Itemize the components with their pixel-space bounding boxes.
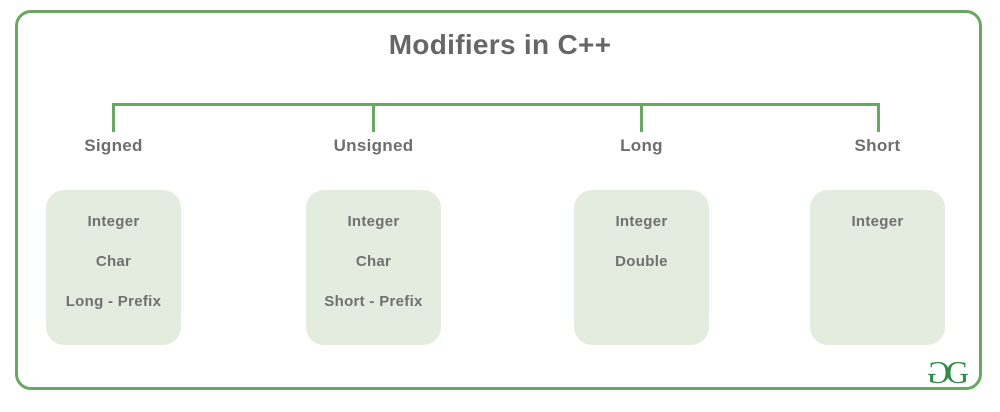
- box-item: Char: [355, 253, 392, 270]
- bracket-tick-short: [877, 103, 880, 132]
- diagram-border: [15, 10, 982, 390]
- bracket-tick-long: [640, 103, 643, 132]
- box-item: Integer: [347, 213, 400, 230]
- diagram-title: Modifiers in C++: [388, 29, 612, 60]
- box-item: Integer: [87, 213, 140, 230]
- logo-right-g: G: [945, 354, 969, 390]
- bracket-horizontal-line: [112, 103, 880, 106]
- branch-box-short: Integer: [810, 190, 945, 345]
- branch-unsigned: Unsigned Integer Char Short - Prefix: [306, 135, 441, 345]
- branch-box-unsigned: Integer Char Short - Prefix: [306, 190, 441, 345]
- branch-label-short: Short: [854, 136, 901, 155]
- bracket-tick-unsigned: [372, 103, 375, 132]
- bracket-tick-signed: [112, 103, 115, 132]
- branch-short: Short Integer: [810, 135, 945, 345]
- branch-label-signed: Signed: [84, 136, 143, 155]
- branch-label-long: Long: [620, 136, 663, 155]
- branch-long: Long Integer Double: [574, 135, 709, 345]
- geeksforgeeks-logo-icon: GG: [926, 354, 969, 390]
- branch-signed: Signed Integer Char Long - Prefix: [46, 135, 181, 345]
- box-item: Integer: [851, 213, 904, 230]
- box-item: Long - Prefix: [65, 293, 162, 310]
- box-item: Short - Prefix: [324, 293, 423, 310]
- branch-box-signed: Integer Char Long - Prefix: [46, 190, 181, 345]
- box-item: Integer: [615, 213, 668, 230]
- branch-box-long: Integer Double: [574, 190, 709, 345]
- logo-left-g: G: [926, 354, 950, 390]
- box-item: Char: [95, 253, 132, 270]
- branch-label-unsigned: Unsigned: [333, 136, 414, 155]
- box-item: Double: [615, 253, 668, 270]
